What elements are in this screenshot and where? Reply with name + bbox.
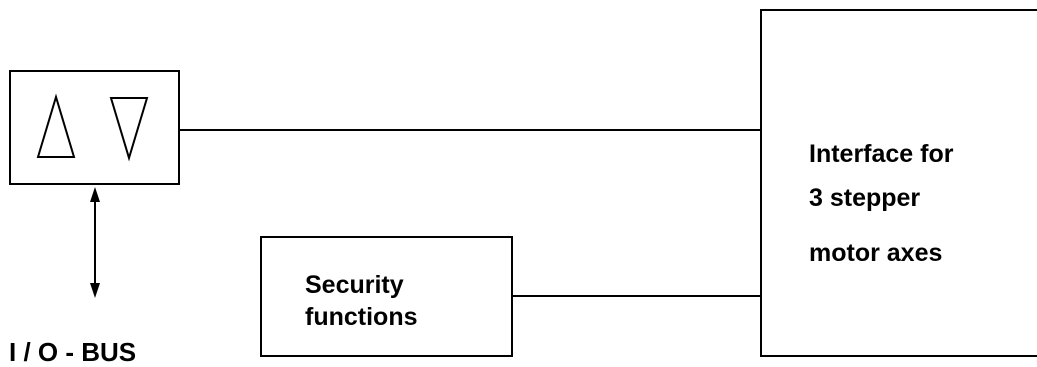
interface-block bbox=[760, 9, 1037, 357]
triangle-down-icon bbox=[109, 97, 149, 162]
interface-label-line-2: 3 stepper bbox=[809, 184, 921, 212]
security-label-line-1: Security bbox=[305, 271, 404, 299]
interface-label-line-1: Interface for bbox=[809, 140, 954, 168]
bus-arrow-down-head bbox=[90, 283, 100, 298]
triangle-up-icon bbox=[36, 93, 76, 158]
security-label-line-2: functions bbox=[305, 303, 418, 331]
bus-arrow-up-head bbox=[90, 187, 100, 202]
converter-block bbox=[9, 70, 180, 185]
interface-label-line-3: motor axes bbox=[809, 239, 943, 267]
io-bus-label: I / O - BUS bbox=[9, 337, 137, 367]
